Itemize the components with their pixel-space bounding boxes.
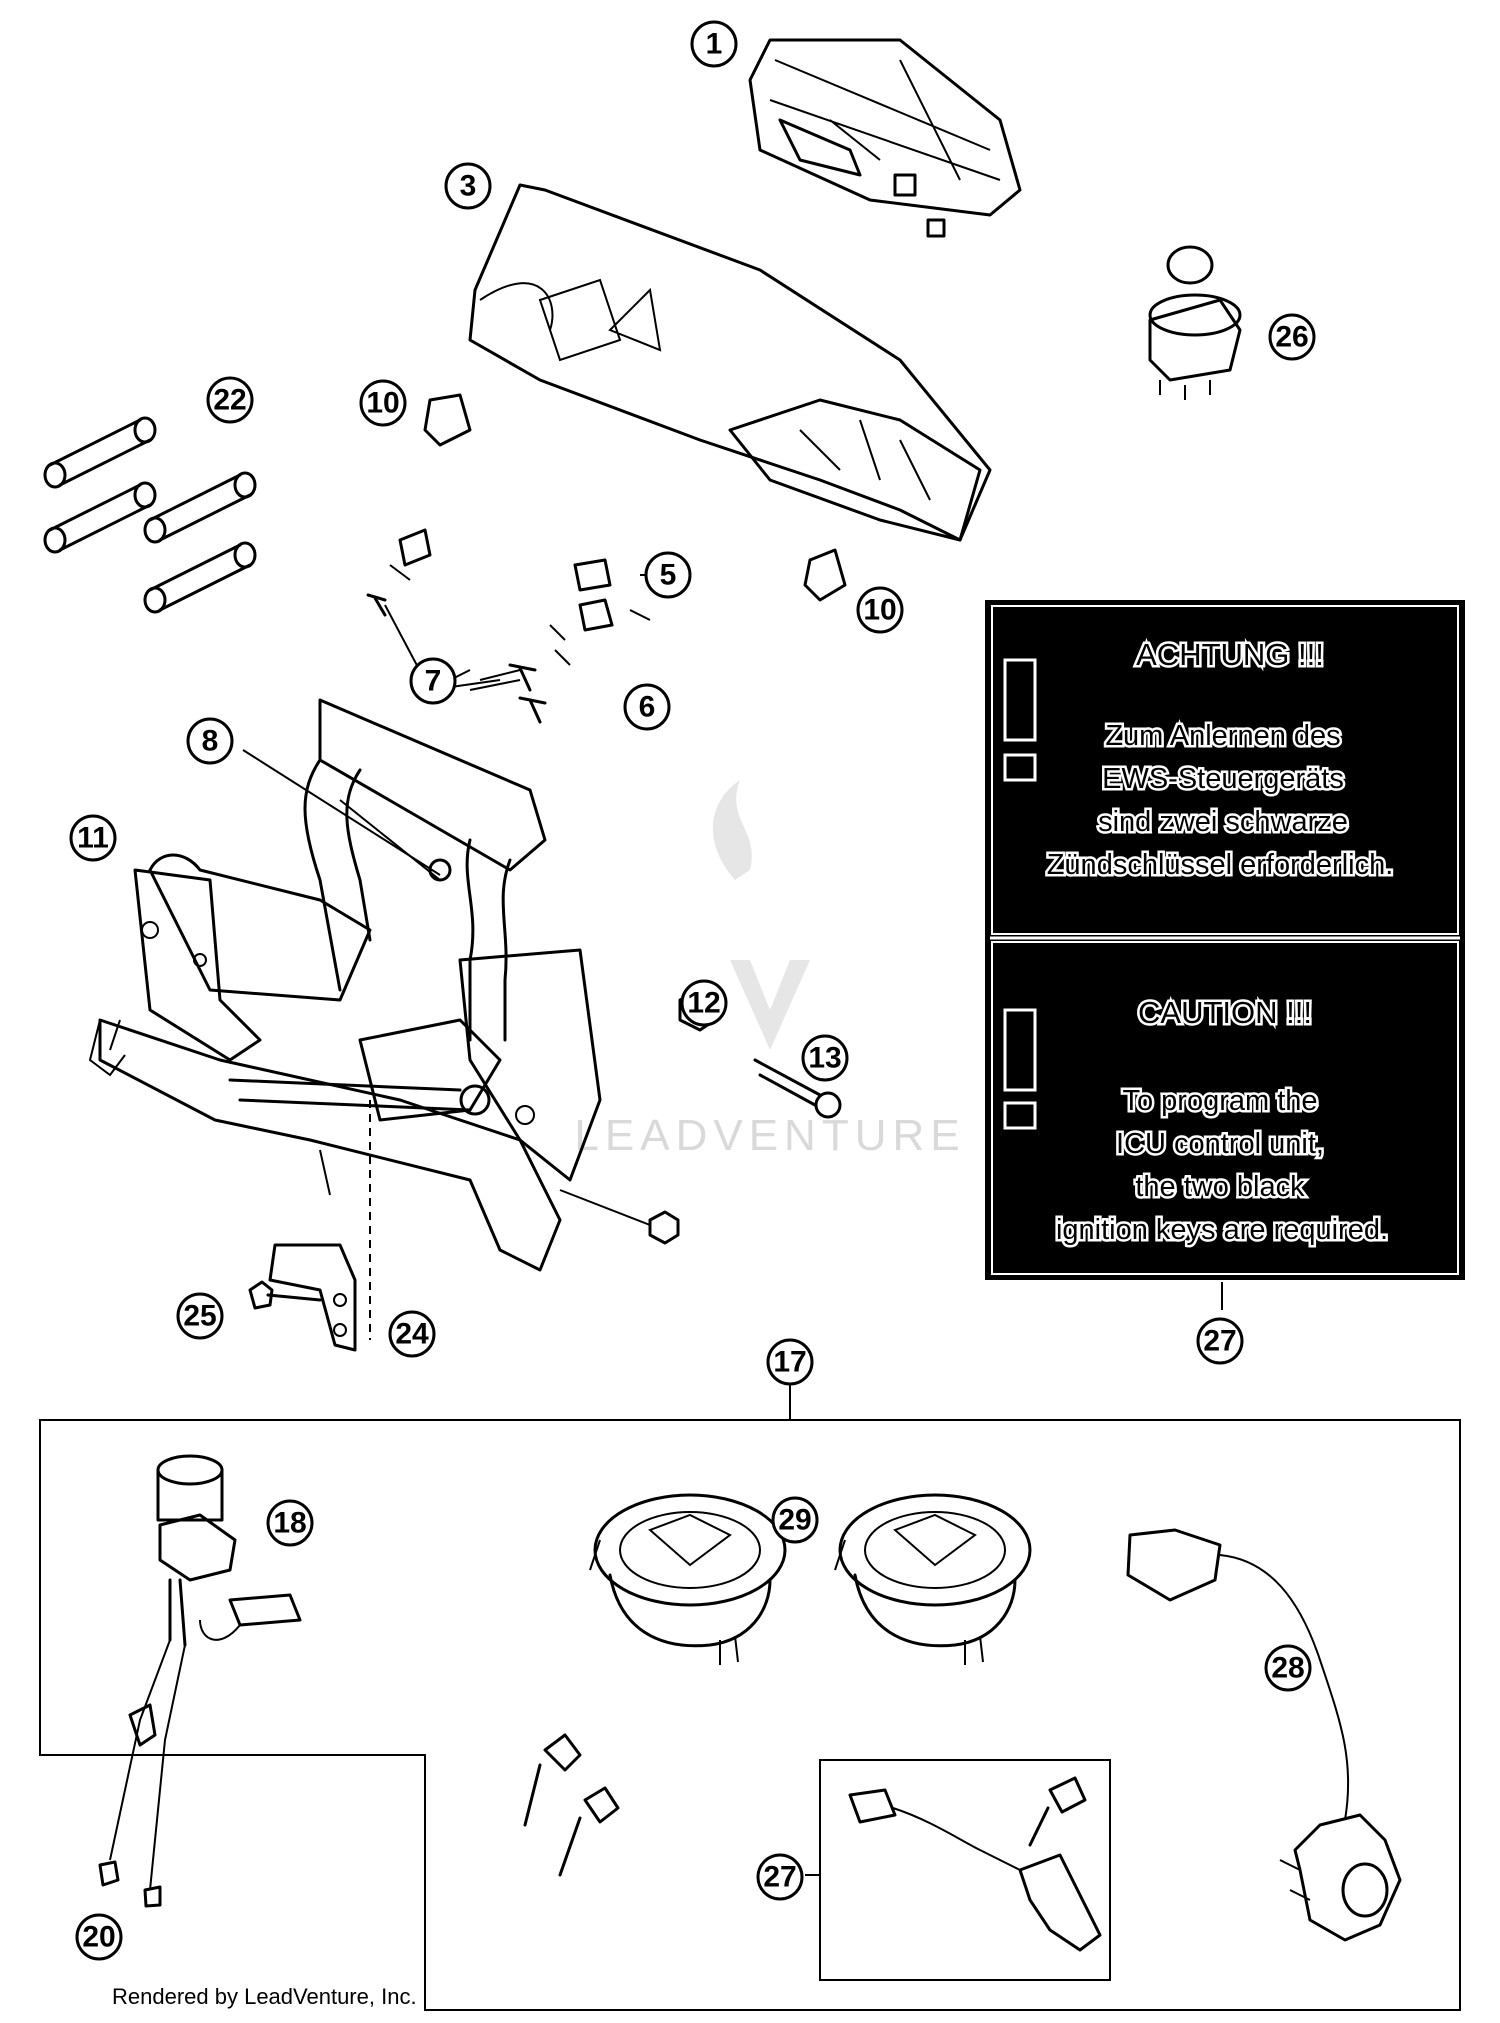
part-programming-cable — [848, 1788, 1102, 1952]
kit-frame — [39, 1385, 1461, 2011]
watermark: LEADVENTURE — [574, 780, 965, 1160]
svg-text:10: 10 — [366, 387, 399, 420]
callout-5: 5 — [644, 551, 692, 599]
warning-en-line-2: ICU control unit, — [1116, 1128, 1324, 1160]
watermark-logo-icon — [712, 780, 810, 1050]
svg-text:10: 10 — [863, 594, 896, 627]
svg-text:5: 5 — [660, 559, 677, 592]
svg-text:24: 24 — [395, 1318, 429, 1351]
svg-text:20: 20 — [82, 1921, 115, 1954]
warning-de-line-4: Zündschlüssel erforderlich. — [1047, 849, 1394, 881]
callout-11: 11 — [69, 814, 117, 862]
warning-en-line-1: To program the — [1122, 1085, 1317, 1117]
callout-27-plate: 27 — [1196, 1317, 1244, 1365]
key-icon — [558, 1786, 620, 1877]
svg-text:13: 13 — [808, 1042, 841, 1075]
part-ignition-lock — [1148, 245, 1242, 400]
svg-text:29: 29 — [778, 1504, 811, 1537]
svg-text:22: 22 — [213, 384, 246, 417]
callout-10-upper: 10 — [359, 379, 407, 427]
warning-de-line-3: sind zwei schwarze — [1098, 806, 1348, 838]
callout-1: 1 — [690, 20, 738, 68]
warning-plate: ACHTUNG !!! Zum Anlernen des EWS-Steuerg… — [985, 600, 1465, 1280]
part-seat-lock — [1126, 1528, 1402, 1942]
warning-en: CAUTION !!! To program the ICU control u… — [1003, 993, 1391, 1249]
warning-en-line-4: ignition keys are required. — [1056, 1214, 1388, 1246]
exclamation-icon — [1003, 658, 1037, 782]
warning-de-line-2: EWS-Steuergeräts — [1102, 763, 1344, 795]
callout-8: 8 — [186, 717, 234, 765]
part-instrument-cluster — [748, 38, 1022, 238]
warning-de-line-1: Zum Anlernen des — [1105, 720, 1340, 752]
callout-24: 24 — [388, 1310, 436, 1358]
part-rubber-sleeves — [43, 416, 257, 614]
warning-en-title: CAUTION !!! — [1138, 995, 1312, 1030]
callout-7: 7 — [409, 657, 457, 705]
key-icon — [523, 1733, 582, 1827]
callout-20: 20 — [75, 1913, 123, 1961]
svg-text:18: 18 — [273, 1507, 306, 1540]
footer-credit: Rendered by LeadVenture, Inc. — [112, 1984, 417, 2009]
part-headlight-bracket — [88, 698, 602, 1272]
part-transponder-rings — [589, 1493, 1032, 1665]
warning-de: ACHTUNG !!! Zum Anlernen des EWS-Steuerg… — [1003, 635, 1396, 884]
callout-22: 22 — [206, 376, 254, 424]
callout-17: 17 — [766, 1338, 814, 1386]
callout-26: 26 — [1268, 313, 1316, 361]
warning-plate-background — [985, 600, 1465, 1280]
svg-text:17: 17 — [773, 1346, 806, 1379]
watermark-text: LEADVENTURE — [574, 1111, 965, 1160]
svg-text:1: 1 — [706, 28, 723, 61]
svg-text:25: 25 — [183, 1300, 216, 1333]
callouts: 1 3 5 6 7 8 10 10 11 12 13 17 18 20 22 2… — [69, 20, 1316, 1961]
warning-en-line-3: the two black — [1135, 1171, 1305, 1203]
key-icon — [1028, 1776, 1087, 1847]
callout-25: 25 — [176, 1292, 224, 1340]
warning-de-title: ACHTUNG !!! — [1136, 637, 1324, 672]
callout-18: 18 — [266, 1499, 314, 1547]
svg-text:27: 27 — [763, 1861, 796, 1894]
svg-text:7: 7 — [425, 665, 442, 698]
part-fasteners — [366, 528, 614, 724]
svg-text:26: 26 — [1275, 321, 1308, 354]
callout-6: 6 — [623, 683, 671, 731]
callout-29: 29 — [771, 1496, 819, 1544]
svg-text:27: 27 — [1203, 1325, 1236, 1358]
part-holder — [248, 1100, 371, 1352]
svg-text:6: 6 — [639, 691, 656, 724]
svg-text:11: 11 — [77, 822, 109, 855]
svg-text:28: 28 — [1271, 1652, 1304, 1685]
svg-text:8: 8 — [202, 725, 219, 758]
callout-27-cable: 27 — [756, 1853, 804, 1901]
callout-13: 13 — [801, 1034, 849, 1082]
exclamation-icon — [1003, 1008, 1037, 1130]
svg-text:12: 12 — [687, 987, 720, 1020]
part-keys — [523, 1733, 1087, 1877]
part-clips — [423, 393, 847, 602]
callout-12: 12 — [680, 979, 728, 1027]
svg-text:3: 3 — [460, 170, 477, 203]
callout-3: 3 — [444, 162, 492, 210]
callout-10-lower: 10 — [856, 586, 904, 634]
part-ignition-switch — [98, 1454, 302, 1908]
part-cover — [468, 183, 992, 542]
callout-28: 28 — [1264, 1644, 1312, 1692]
